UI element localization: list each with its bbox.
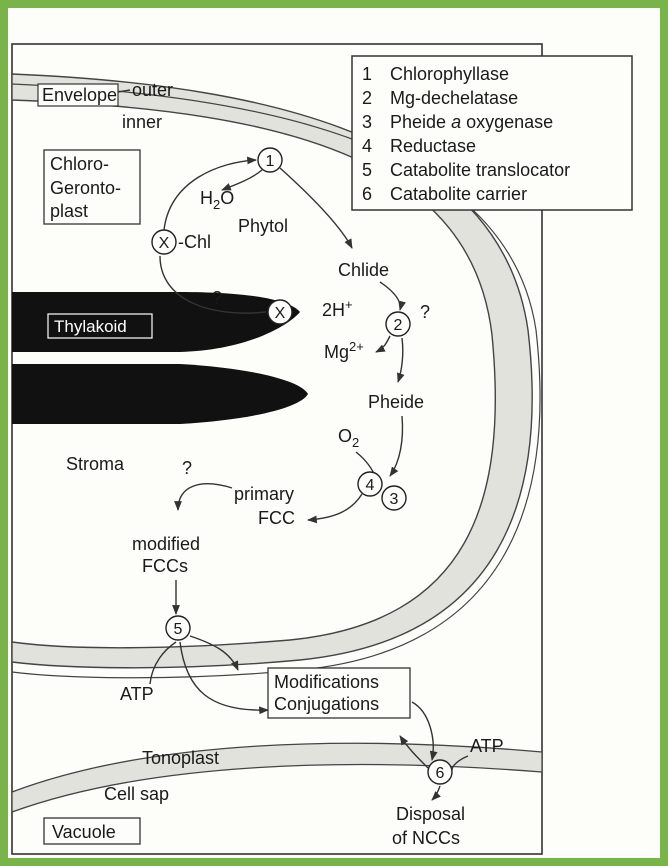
arrow-chlide-step2 [380,282,400,310]
atp-left-label: ATP [120,684,154,704]
x-chl-x: X [159,235,170,252]
arrow-step2-pheide [398,338,403,382]
arrow-step2-mg [376,336,390,352]
h2o-label: H2O [200,188,234,212]
mg-superscript: 2+ [349,339,364,354]
stroma-label: Stroma [66,454,125,474]
two-h-superscript: + [345,297,353,312]
modifications-label: Modifications [274,672,379,692]
phytol-label: Phytol [238,216,288,236]
arrow-step4-fcc [308,494,362,520]
outer-label: outer [132,80,173,100]
envelope-label: Envelope [42,85,117,105]
step-4-number: 4 [366,477,375,494]
chloro-label: Chloro- [50,154,109,174]
step-6-number: 6 [436,765,445,782]
question-mark-2: ? [420,302,430,322]
h2o-subscript: 2 [213,197,220,212]
two-h-main: 2H [322,300,345,320]
envelope-connector [118,90,130,92]
primary-label: primary [234,484,294,504]
arrow-conjugations-step6 [412,702,433,760]
arrow-step1-h2o [222,170,262,190]
o2-main: O [338,426,352,446]
atp-right-label: ATP [470,736,504,756]
arrow-fcc-modified [178,484,232,510]
o2-label: O2 [338,426,359,450]
conjugations-label: Conjugations [274,694,379,714]
disposal-label: Disposal [396,804,465,824]
arrow-step6-disposal [432,786,440,800]
chlide-label: Chlide [338,260,389,280]
arrow-step5-adp [190,636,238,670]
h2o-main: H [200,188,213,208]
step-1-number: 1 [266,153,275,170]
h2o-end: O [220,188,234,208]
geronto-label: Geronto- [50,178,121,198]
two-h-label: 2H+ [322,297,353,320]
of-nccs-label: of NCCs [392,828,460,848]
atp-left-line [150,642,176,684]
fcc-label: FCC [258,508,295,528]
fccs-label: FCCs [142,556,188,576]
arrow-pheide-step4 [390,416,403,476]
mg-main: Mg [324,342,349,362]
arrow-step6-adp [400,736,428,768]
o2-subscript: 2 [352,435,359,450]
cell-sap-label: Cell sap [104,784,169,804]
x-chl-label: -Chl [178,232,211,252]
x-free-x: X [275,305,286,322]
plast-label: plast [50,201,88,221]
vacuole-label: Vacuole [52,822,116,842]
modified-label: modified [132,534,200,554]
step-2-number: 2 [394,317,403,334]
thylakoid-label: Thylakoid [54,317,127,336]
mg-label: Mg2+ [324,339,364,362]
inner-label: inner [122,112,162,132]
step-5-number: 5 [174,621,183,638]
atp-right-line [452,756,468,770]
step-3-number: 3 [390,491,399,508]
question-mark-3: ? [182,458,192,478]
arrow-step1-chlide [280,168,352,248]
tonoplast-label: Tonoplast [142,748,219,768]
question-mark-1: ? [212,288,222,308]
pheide-label: Pheide [368,392,424,412]
